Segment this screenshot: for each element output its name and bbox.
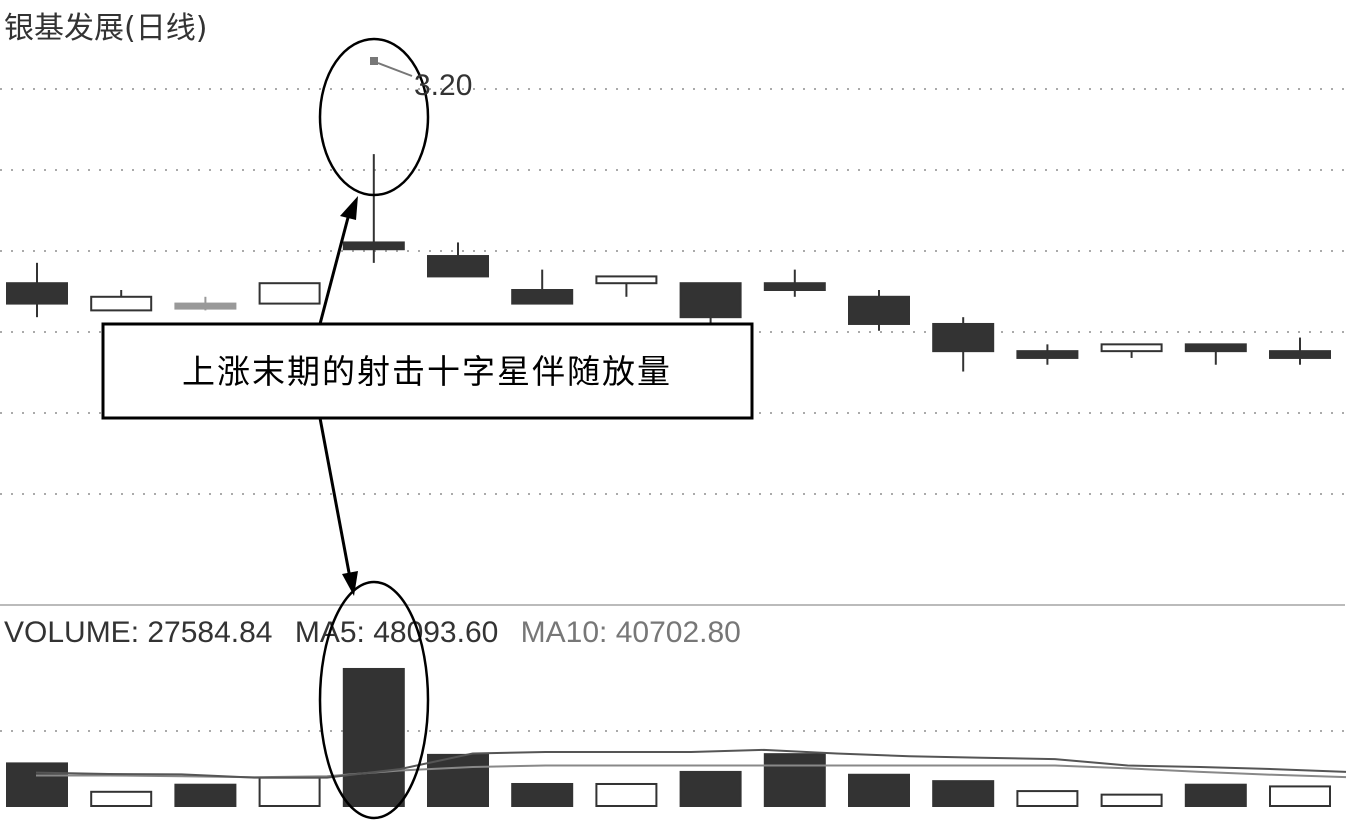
candle-body-11 (848, 295, 910, 325)
candle-body-9 (679, 282, 742, 319)
volume-bar-7 (511, 782, 574, 807)
volume-bar-9 (679, 770, 742, 807)
arrow-down-head (342, 571, 358, 596)
volume-bar-6 (427, 753, 489, 808)
candle-body-13 (1016, 350, 1079, 359)
volume-bar-11 (848, 773, 910, 808)
candle-body-7 (511, 289, 574, 305)
chart-title: 银基发展(日线) (4, 11, 207, 46)
candle-body-2 (90, 295, 153, 312)
ma10-label: MA10: 40702.80 (521, 616, 741, 649)
volume-bar-14 (1100, 793, 1163, 808)
volume-bars (6, 667, 1331, 808)
candle-body-4 (258, 282, 321, 305)
peak-pointer-line (377, 62, 413, 77)
arrow-down-line (318, 417, 352, 579)
annotations: 上涨末期的射击十字星伴随放量 3.20 (101, 37, 754, 820)
volume-bar-1 (6, 762, 68, 808)
arrow-up-head (340, 196, 358, 220)
volume-bar-16 (1269, 785, 1331, 807)
volume-bar-10 (763, 753, 826, 807)
volume-bar-4 (258, 776, 321, 807)
peak-marker-icon (370, 57, 378, 65)
candle-body-14 (1100, 343, 1163, 353)
ma5-line (35, 748, 1347, 779)
volume-bar-12 (932, 780, 995, 808)
volume-bar-15 (1184, 783, 1247, 808)
candle-body-16 (1269, 350, 1331, 359)
volume-bar-3 (174, 783, 237, 808)
volume-bar-5 (342, 667, 405, 807)
candle-body-5 (342, 241, 405, 251)
volume-legend: VOLUME: 27584.84 MA5: 48093.60 MA10: 407… (4, 616, 741, 649)
peak-price-label: 3.20 (414, 69, 472, 102)
peak-candle-circle (318, 37, 430, 197)
volume-label: VOLUME: 27584.84 (4, 616, 273, 649)
arrow-up-line (318, 209, 352, 325)
candle-body-6 (427, 255, 489, 278)
peak-volume-circle (318, 580, 430, 820)
callout-text: 上涨末期的射击十字星伴随放量 (182, 352, 672, 391)
volume-bar-13 (1016, 790, 1079, 808)
volume-bar-8 (595, 782, 658, 807)
candle-body-3 (174, 302, 237, 310)
candle-body-10 (763, 282, 826, 291)
moving-average-lines (35, 748, 1347, 779)
callout-box (101, 322, 754, 420)
candle-body-8 (595, 275, 658, 285)
volume-bar-2 (90, 790, 153, 807)
price-candles (6, 154, 1331, 372)
candle-body-1 (6, 282, 68, 305)
candle-body-12 (932, 322, 995, 353)
candle-body-15 (1184, 343, 1247, 353)
